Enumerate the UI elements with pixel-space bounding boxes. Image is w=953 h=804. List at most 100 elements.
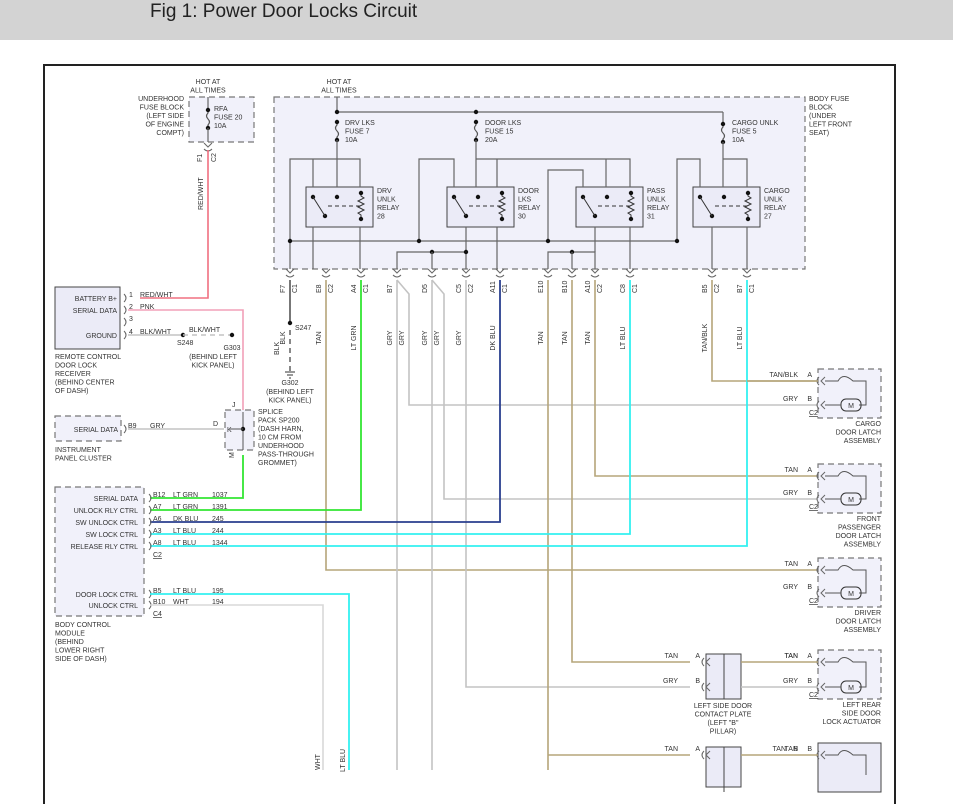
wire bbox=[476, 158, 631, 187]
junction-dot bbox=[358, 216, 364, 222]
cluster-connector-icon bbox=[123, 424, 127, 434]
bcm-wire-label: LT BLU bbox=[173, 528, 196, 535]
ground-g303-label: G303 bbox=[223, 345, 240, 352]
receiver-name: OF DASH) bbox=[55, 388, 88, 395]
fuse-terminal bbox=[473, 119, 479, 125]
relay-switch bbox=[699, 196, 713, 217]
actuator-name: DOOR LATCH bbox=[836, 430, 881, 437]
bcm-circuit-number: 245 bbox=[212, 516, 224, 523]
receiver-name: REMOTE CONTROL bbox=[55, 354, 121, 361]
output-conn-label: C1 bbox=[292, 284, 299, 293]
junction-dot bbox=[499, 216, 505, 222]
wire-label-wht: WHT bbox=[315, 753, 322, 770]
output-wire-label: LT BLU bbox=[620, 326, 627, 349]
receiver-pin-number: 2 bbox=[129, 304, 133, 311]
relay-label-1: 30 bbox=[518, 214, 526, 221]
relay-coil-icon bbox=[356, 193, 366, 218]
relay-label-0: UNLK bbox=[377, 197, 396, 204]
junction-dot bbox=[287, 238, 293, 244]
wire-tan-a10 bbox=[594, 280, 818, 477]
output-conn-label: C1 bbox=[502, 284, 509, 293]
output-wire-label: GRY bbox=[422, 330, 429, 345]
actuator-wire-a: TAN/BLK bbox=[769, 372, 798, 379]
bcm-wire-label: WHT bbox=[173, 599, 190, 606]
actuator-pin-b: B bbox=[807, 678, 812, 685]
drv-lks-fuse-label: 10A bbox=[345, 137, 358, 144]
wire bbox=[547, 169, 584, 241]
relay-switch bbox=[453, 196, 467, 217]
relay-label-1: LKS bbox=[518, 197, 532, 204]
splice-pin-m: M bbox=[229, 452, 236, 458]
actuator-name: DOOR LATCH bbox=[836, 619, 881, 626]
wire-tan-e8 bbox=[325, 280, 818, 571]
actuator-name: DRIVER bbox=[855, 610, 881, 617]
actuator-connector-icon bbox=[816, 400, 826, 410]
relay-label-1: RELAY bbox=[518, 205, 541, 212]
bcm-connector-icon bbox=[148, 517, 152, 527]
splice-pack-name: UNDERHOOD bbox=[258, 443, 304, 450]
output-pin-label: A4 bbox=[351, 284, 358, 293]
wire-lt-grn-b12 bbox=[150, 455, 244, 499]
actuator-conn: C2 bbox=[809, 504, 818, 511]
bcm-pin-label: RELEASE RLY CTRL bbox=[71, 544, 139, 551]
junction-dot bbox=[604, 194, 610, 200]
latch-switch-icon bbox=[825, 565, 867, 594]
plate-connector-icon bbox=[701, 657, 711, 667]
splice-pack-name: GROMMET) bbox=[258, 460, 297, 467]
output-connector-icon bbox=[742, 268, 752, 278]
junction-dot bbox=[674, 238, 680, 244]
plate-connector-icon bbox=[701, 750, 711, 760]
output-wire-label: TAN bbox=[562, 331, 569, 344]
bcm-pin-label: SERIAL DATA bbox=[94, 496, 139, 503]
ground-g303-node bbox=[229, 332, 235, 338]
output-pin-label: A10 bbox=[585, 280, 592, 293]
fuse-terminal bbox=[334, 119, 340, 125]
actuator-1 bbox=[817, 463, 882, 514]
underhood-fuse-block-name: OF ENGINE bbox=[145, 122, 184, 129]
ground-g302-label: G302 bbox=[281, 380, 298, 387]
splice-pack-name: (DASH HARN, bbox=[258, 426, 304, 433]
junction-dot bbox=[628, 216, 634, 222]
actuator-conn: C2 bbox=[809, 692, 818, 699]
receiver-connector-icon bbox=[123, 305, 127, 315]
output-conn-label: C2 bbox=[468, 284, 475, 293]
receiver-connector-icon bbox=[123, 330, 127, 340]
output-conn-label: C2 bbox=[597, 284, 604, 293]
actuator-pin-a: A bbox=[807, 372, 812, 379]
output-conn-label: C2 bbox=[328, 284, 335, 293]
diagram-frame bbox=[43, 64, 896, 804]
output-wire-label: GRY bbox=[434, 330, 441, 345]
relay-label-0: DRV bbox=[377, 188, 392, 195]
bcm-conn-c4: C4 bbox=[153, 611, 162, 618]
latch-switch-icon bbox=[825, 376, 867, 406]
motor-label: M bbox=[848, 685, 854, 692]
contact-plate-name: (LEFT "B" bbox=[708, 720, 739, 727]
body-fuse-block-name: BODY FUSE bbox=[809, 96, 850, 103]
relay-coil-icon bbox=[626, 193, 636, 218]
bcm-wire-label: LT BLU bbox=[173, 588, 196, 595]
output-connector-icon bbox=[392, 268, 402, 278]
cluster-pin-label: SERIAL DATA bbox=[74, 427, 119, 434]
output-connector-icon bbox=[707, 268, 717, 278]
output-wire-label: GRY bbox=[456, 330, 463, 345]
bcm-conn-c2: C2 bbox=[153, 552, 162, 559]
output-connector-icon bbox=[543, 268, 553, 278]
output-connector-icon bbox=[567, 268, 577, 278]
junction-dot bbox=[463, 249, 469, 255]
plate-pin-b: B bbox=[695, 678, 700, 685]
actuator-pin-b: B bbox=[807, 584, 812, 591]
plate-pin-a: A bbox=[695, 746, 700, 753]
actuator-wire-b: GRY bbox=[783, 678, 798, 685]
actuator-pin: B bbox=[793, 746, 798, 753]
output-pin-label: F7 bbox=[280, 285, 287, 293]
actuator-name: SIDE DOOR bbox=[842, 711, 881, 718]
bcm-pin: A7 bbox=[153, 504, 162, 511]
relay-coil-icon bbox=[743, 193, 753, 218]
actuator-0 bbox=[817, 368, 882, 419]
actuator-pin-a: B bbox=[807, 746, 812, 753]
wire-pnk bbox=[128, 309, 244, 410]
receiver-pin-label: BATTERY B+ bbox=[75, 296, 117, 303]
actuator-2 bbox=[817, 557, 882, 608]
wire-lt-blu-c8 bbox=[150, 280, 631, 535]
